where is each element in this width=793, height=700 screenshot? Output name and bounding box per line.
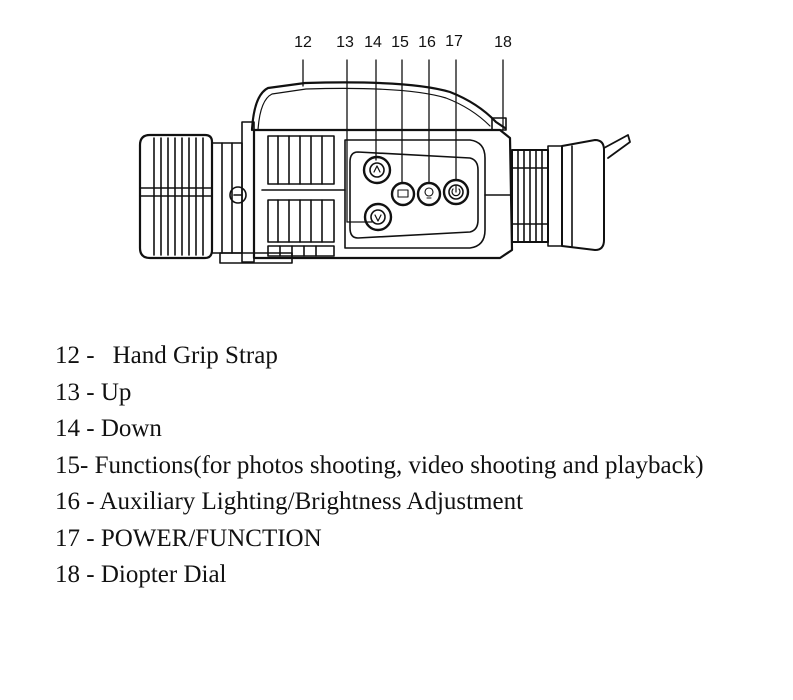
- lighting-button[interactable]: [416, 181, 442, 207]
- device-diagram: 12 13 14 15 16 17 18: [0, 0, 793, 300]
- legend-number: 14 -: [55, 415, 95, 442]
- down-arrow-icon: [374, 214, 382, 222]
- camera-icon: [397, 189, 409, 198]
- legend-label: Auxiliary Lighting/Brightness Adjustment: [99, 488, 524, 515]
- legend-label: Hand Grip Strap: [112, 342, 278, 369]
- callout-12: 12: [294, 34, 312, 51]
- power-button[interactable]: [442, 178, 470, 206]
- up-arrow-icon: [373, 165, 381, 173]
- callout-17: 17: [445, 33, 463, 50]
- legend-number: 16 -: [55, 488, 95, 515]
- power-icon: [451, 185, 461, 197]
- leader-lines: [302, 59, 504, 223]
- function-button[interactable]: [390, 181, 416, 207]
- down-button[interactable]: [363, 202, 393, 232]
- legend-item-18: 18 - Diopter Dial: [55, 557, 737, 594]
- callout-15: 15: [391, 34, 409, 51]
- legend-item-12: 12 - Hand Grip Strap: [55, 338, 737, 375]
- legend-item-15: 15- Functions(for photos shooting, video…: [55, 448, 737, 485]
- legend-number: 12 -: [55, 342, 95, 369]
- light-bulb-icon: [424, 187, 434, 197]
- legend-label: Functions(for photos shooting, video sho…: [94, 451, 704, 479]
- night-vision-monocular-drawing: 12 13 14 15 16 17 18: [138, 33, 631, 264]
- legend-label: Up: [100, 378, 132, 406]
- parts-legend: 12 - Hand Grip Strap 13 - Up 14 - Down 15…: [55, 338, 737, 594]
- legend-number: 15-: [55, 451, 89, 479]
- callout-18: 18: [494, 34, 512, 51]
- legend-label: Down: [100, 415, 162, 442]
- legend-number: 18 -: [55, 561, 95, 588]
- eyepiece: [511, 134, 631, 251]
- legend-item-17: 17 - POWER/FUNCTION: [55, 521, 737, 558]
- legend-label: POWER/FUNCTION: [100, 524, 322, 552]
- legend-label: Diopter Dial: [100, 561, 227, 588]
- device-body: [252, 117, 514, 260]
- up-button[interactable]: [362, 155, 392, 185]
- legend-item-13: 13 - Up: [55, 375, 737, 412]
- legend-number: 17 -: [55, 524, 95, 552]
- callout-13: 13: [336, 34, 354, 51]
- hand-grip-strap: [250, 81, 507, 132]
- legend-item-14: 14 - Down: [55, 411, 737, 448]
- legend-item-16: 16 - Auxiliary Lighting/Brightness Adjus…: [55, 484, 737, 521]
- callout-14: 14: [364, 34, 382, 51]
- objective-lens: [138, 121, 293, 264]
- callout-16: 16: [418, 34, 436, 51]
- legend-number: 13 -: [55, 378, 95, 406]
